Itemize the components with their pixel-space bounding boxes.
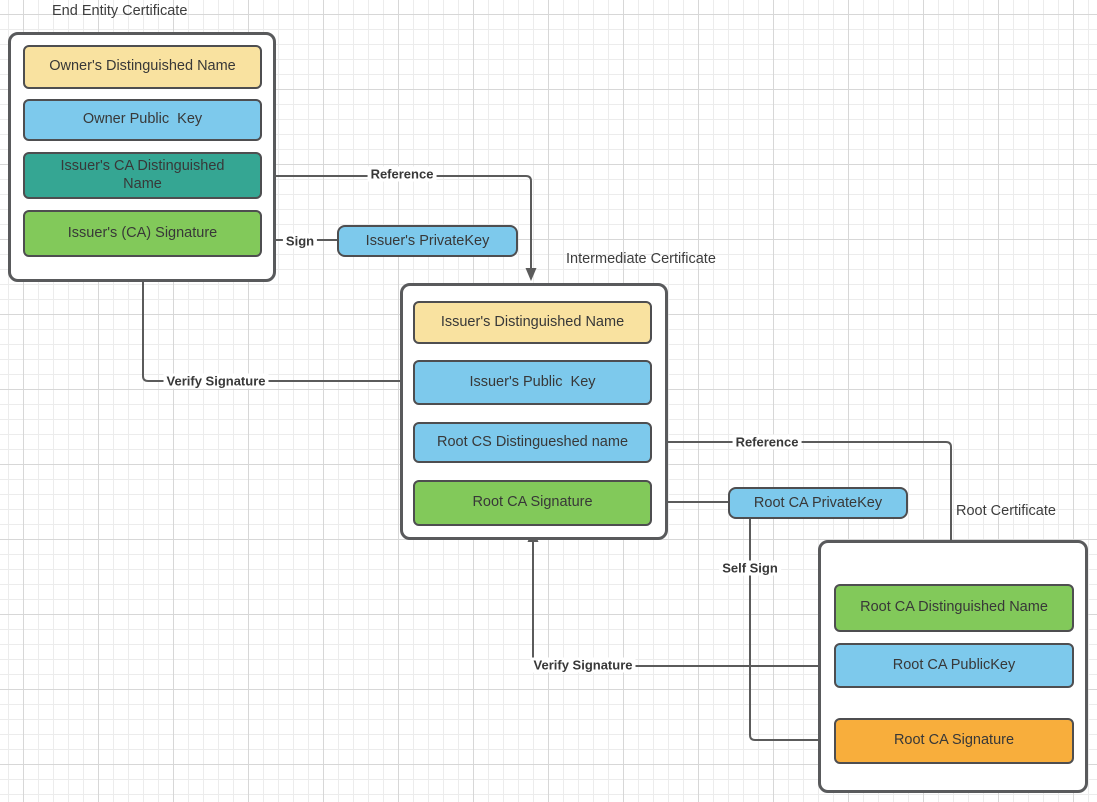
verify-signature-label-1: Verify Signature [163, 373, 269, 389]
reference-label-1: Reference [367, 166, 437, 182]
verify-signature-2-line [532, 542, 834, 667]
field-issuers-ca-distinguished-name: Issuer's CA Distinguished Name [23, 152, 262, 199]
field-issuers-ca-signature: Issuer's (CA) Signature [23, 210, 262, 257]
field-root-ca-signature-root: Root CA Signature [834, 718, 1074, 764]
field-root-ca-distinguished-name: Root CA Distinguished Name [834, 584, 1074, 632]
field-root-ca-public-key: Root CA PublicKey [834, 643, 1074, 688]
field-root-ca-signature-intermediate: Root CA Signature [413, 480, 652, 526]
reference-2-line [652, 441, 952, 566]
field-owner-public-key: Owner Public Key [23, 99, 262, 141]
reference-1-line [262, 175, 532, 268]
self-sign-line [749, 519, 819, 741]
sign-label: Sign [282, 233, 318, 249]
field-issuers-distinguished-name: Issuer's Distinguished Name [413, 301, 652, 344]
root-certificate-title: Root Certificate [956, 503, 1056, 519]
reference-label-2: Reference [732, 434, 802, 450]
intermediate-certificate-title: Intermediate Certificate [566, 251, 716, 267]
verify-signature-label-2: Verify Signature [530, 657, 636, 673]
issuers-private-key-box: Issuer's PrivateKey [337, 225, 518, 257]
verify-signature-1-line [142, 270, 413, 382]
reference-1-arrowhead [525, 268, 537, 281]
field-owners-distinguished-name: Owner's Distinguished Name [23, 45, 262, 89]
end-entity-certificate-title: End Entity Certificate [52, 3, 188, 19]
self-sign-label: Self Sign [719, 560, 781, 576]
field-issuers-public-key: Issuer's Public Key [413, 360, 652, 405]
root-ca-private-key-box: Root CA PrivateKey [728, 487, 908, 519]
field-root-cs-distinguished-name: Root CS Distingueshed name [413, 422, 652, 463]
